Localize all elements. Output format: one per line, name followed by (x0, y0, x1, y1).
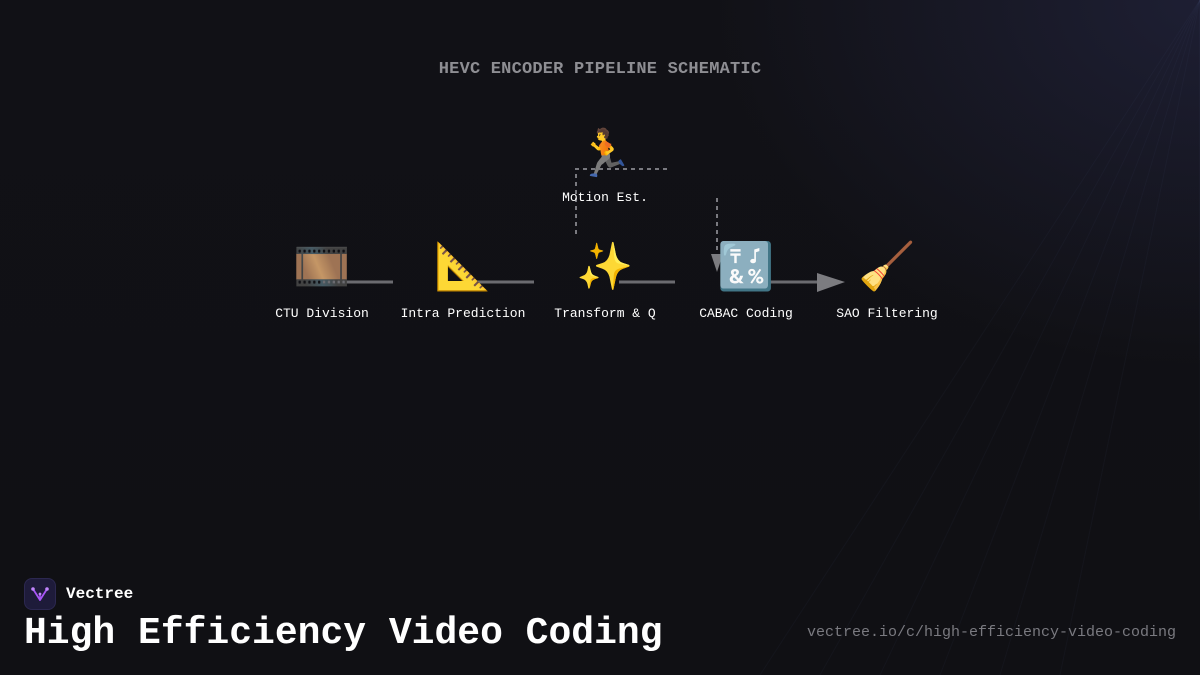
edge-cabac-sao-arrowhead (817, 273, 845, 292)
node-intra-prediction: 📐 Intra Prediction (388, 237, 538, 321)
node-ctu-division: 🎞️ CTU Division (247, 237, 397, 321)
triangular-ruler-icon: 📐 (434, 239, 492, 293)
node-label: Transform & Q (554, 306, 656, 321)
vectree-logo-icon (24, 578, 56, 610)
running-person-icon: 🏃 (576, 126, 634, 180)
node-cabac-coding: 🔣 CABAC Coding (671, 237, 821, 321)
node-label: CTU Division (275, 306, 369, 321)
brand-name: Vectree (66, 585, 134, 603)
node-label: CABAC Coding (699, 306, 793, 321)
broom-icon: 🧹 (858, 239, 916, 293)
node-label: Motion Est. (562, 190, 648, 205)
node-motion-estimation: 🏃 Motion Est. (530, 124, 680, 205)
sparkles-icon: ✨ (576, 239, 634, 293)
symbols-icon: 🔣 (717, 239, 775, 293)
node-label: SAO Filtering (836, 306, 938, 321)
edge-transform-motion-dashed (575, 168, 671, 234)
node-sao-filtering: 🧹 SAO Filtering (812, 237, 962, 321)
page-title: High Efficiency Video Coding (24, 612, 663, 655)
page-url[interactable]: vectree.io/c/high-efficiency-video-codin… (806, 624, 1176, 641)
edge-motion-cabac-arrowhead (711, 254, 723, 272)
node-label: Intra Prediction (400, 306, 526, 321)
diagram-title: HEVC ENCODER PIPELINE SCHEMATIC (438, 60, 762, 79)
brand: Vectree (24, 577, 133, 611)
node-transform-q: ✨ Transform & Q (530, 237, 680, 321)
film-frames-icon: 🎞️ (293, 239, 351, 293)
